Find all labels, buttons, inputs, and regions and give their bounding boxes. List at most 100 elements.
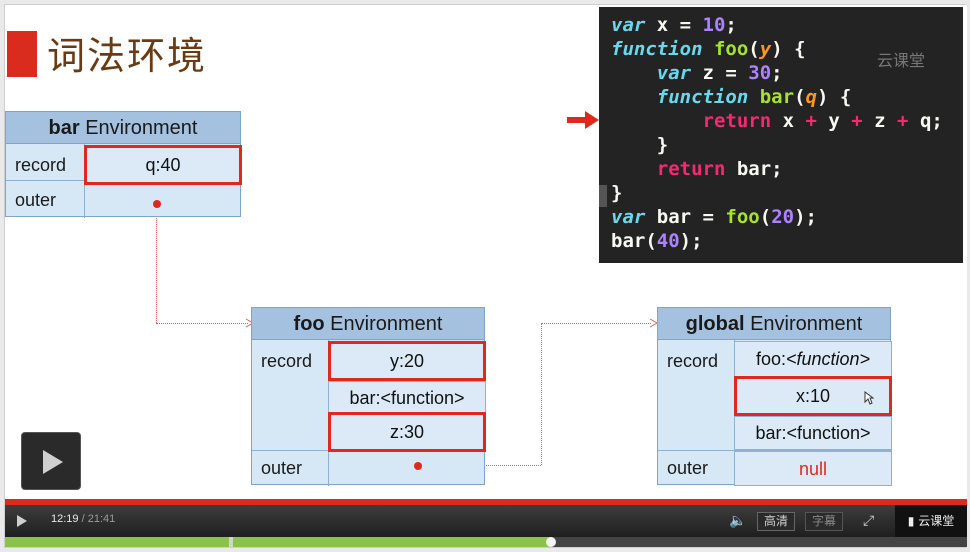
volume-icon[interactable]: 🔈 [729,513,747,529]
player-controls: 12:19 / 21:41 🔈 高清 字幕 ⤢ ▮ 云课堂 [5,505,967,537]
brand-name: 云课堂 [918,514,955,528]
code-line: function bar(q) { [611,85,963,109]
outer-link-bar-to-foo [156,205,157,323]
code-token: ( [759,206,772,228]
outer-label: outer [667,458,709,478]
code-token: } [611,134,669,156]
code-line: var z = 30; [611,61,963,85]
code-token: y [816,110,852,132]
record-value-bar: bar:<function> [734,416,892,450]
code-token: ) { [771,38,806,60]
code-token: bar [759,86,795,108]
foo-function: <function> [785,349,871,369]
code-token: var [611,206,646,228]
big-play-button[interactable] [21,432,81,490]
env-name: foo [293,313,325,335]
env-header: bar Environment [6,112,240,144]
player-accent-line [5,499,967,505]
slide: 词法环境 var x = 10; function foo(y) { var z… [5,5,967,499]
code-panel: var x = 10; function foo(y) { var z = 30… [599,7,963,263]
code-token: 20 [771,206,795,228]
code-token: ) { [816,86,852,108]
env-suffix: Environment [79,117,198,139]
code-token: + [897,110,909,132]
record-value-q: q:40 [84,145,242,185]
code-token: bar = [645,206,726,228]
code-token: 10 [702,14,726,36]
time-display: 12:19 / 21:41 [51,513,115,525]
record-label: record [667,351,719,371]
code-token: ( [645,230,657,252]
record-value-x: x:10 [734,376,892,416]
outer-label: outer [261,458,303,478]
global-environment: global Environment record outer foo:<fun… [657,307,892,486]
record-value-y: y:20 [328,341,486,381]
progress-buffer-marker [229,537,233,547]
progress-fill [5,537,551,547]
code-token: z [862,110,898,132]
code-token: ( [794,86,806,108]
record-value-bar: bar:<function> [328,381,486,415]
code-token: ); [794,206,817,228]
cursor-icon [864,391,874,405]
code-token: function [611,86,749,108]
record-value-z: z:30 [328,412,486,452]
play-icon[interactable] [17,515,27,527]
code-token: x [771,110,806,132]
code-token: ; [725,14,737,36]
current-time: 12:19 [51,513,79,525]
foo-environment: foo Environment record outer y:20 bar:<f… [251,307,486,486]
divider [658,450,892,451]
code-token: + [851,110,863,132]
code-gutter-marker [599,185,607,207]
code-token: var [611,14,646,36]
record-label: record [261,351,313,371]
env-suffix: Environment [324,313,443,335]
video-player[interactable]: 词法环境 var x = 10; function foo(y) { var z… [4,4,967,548]
progress-bar[interactable] [5,537,967,547]
code-token: y [759,38,772,60]
code-line: return bar; [611,157,963,181]
code-token: ; [771,62,783,84]
code-line: bar(40); [611,229,963,253]
code-line: var bar = foo(20); [611,205,963,229]
code-token: q [805,86,817,108]
env-header: foo Environment [252,308,484,340]
code-watermark: 云课堂 [876,51,925,70]
code-line: return x + y + z + q; [611,109,963,133]
quality-hd-button[interactable]: 高清 [757,512,796,531]
code-token: var [611,62,692,84]
code-token: ( [748,38,760,60]
code-token: 40 [656,230,680,252]
env-name: global [685,313,745,335]
code-token: bar [611,230,646,252]
code-token [748,86,759,108]
env-name: bar [48,117,80,139]
foo-prefix: foo: [755,349,786,369]
play-icon [43,450,63,474]
code-token: 30 [748,62,772,84]
brand-book-icon: ▮ [907,514,915,528]
code-token: bar; [725,158,783,180]
code-token: + [805,110,817,132]
code-token: z = [691,62,749,84]
code-token: } [611,182,623,204]
fullscreen-icon[interactable]: ⤢ [863,513,875,529]
record-value-foo: foo:<function> [734,341,892,377]
env-header: global Environment [658,308,890,340]
code-token: q; [908,110,943,132]
code-line: var x = 10; [611,13,963,37]
code-token: foo [725,206,760,228]
outer-link-foo-to-global [541,323,542,465]
bar-environment: bar Environment record outer q:40 [5,111,242,218]
outer-pointer-dot [153,200,161,208]
outer-pointer-dot [414,462,422,470]
outer-link-bar-to-foo [156,323,248,324]
code-token: return [611,158,726,180]
progress-knob[interactable] [546,537,556,547]
code-token: function [611,38,703,60]
subtitles-button[interactable]: 字幕 [805,512,844,531]
env-suffix: Environment [744,313,863,335]
code-token: foo [713,38,749,60]
slide-title: 词法环境 [47,34,208,78]
